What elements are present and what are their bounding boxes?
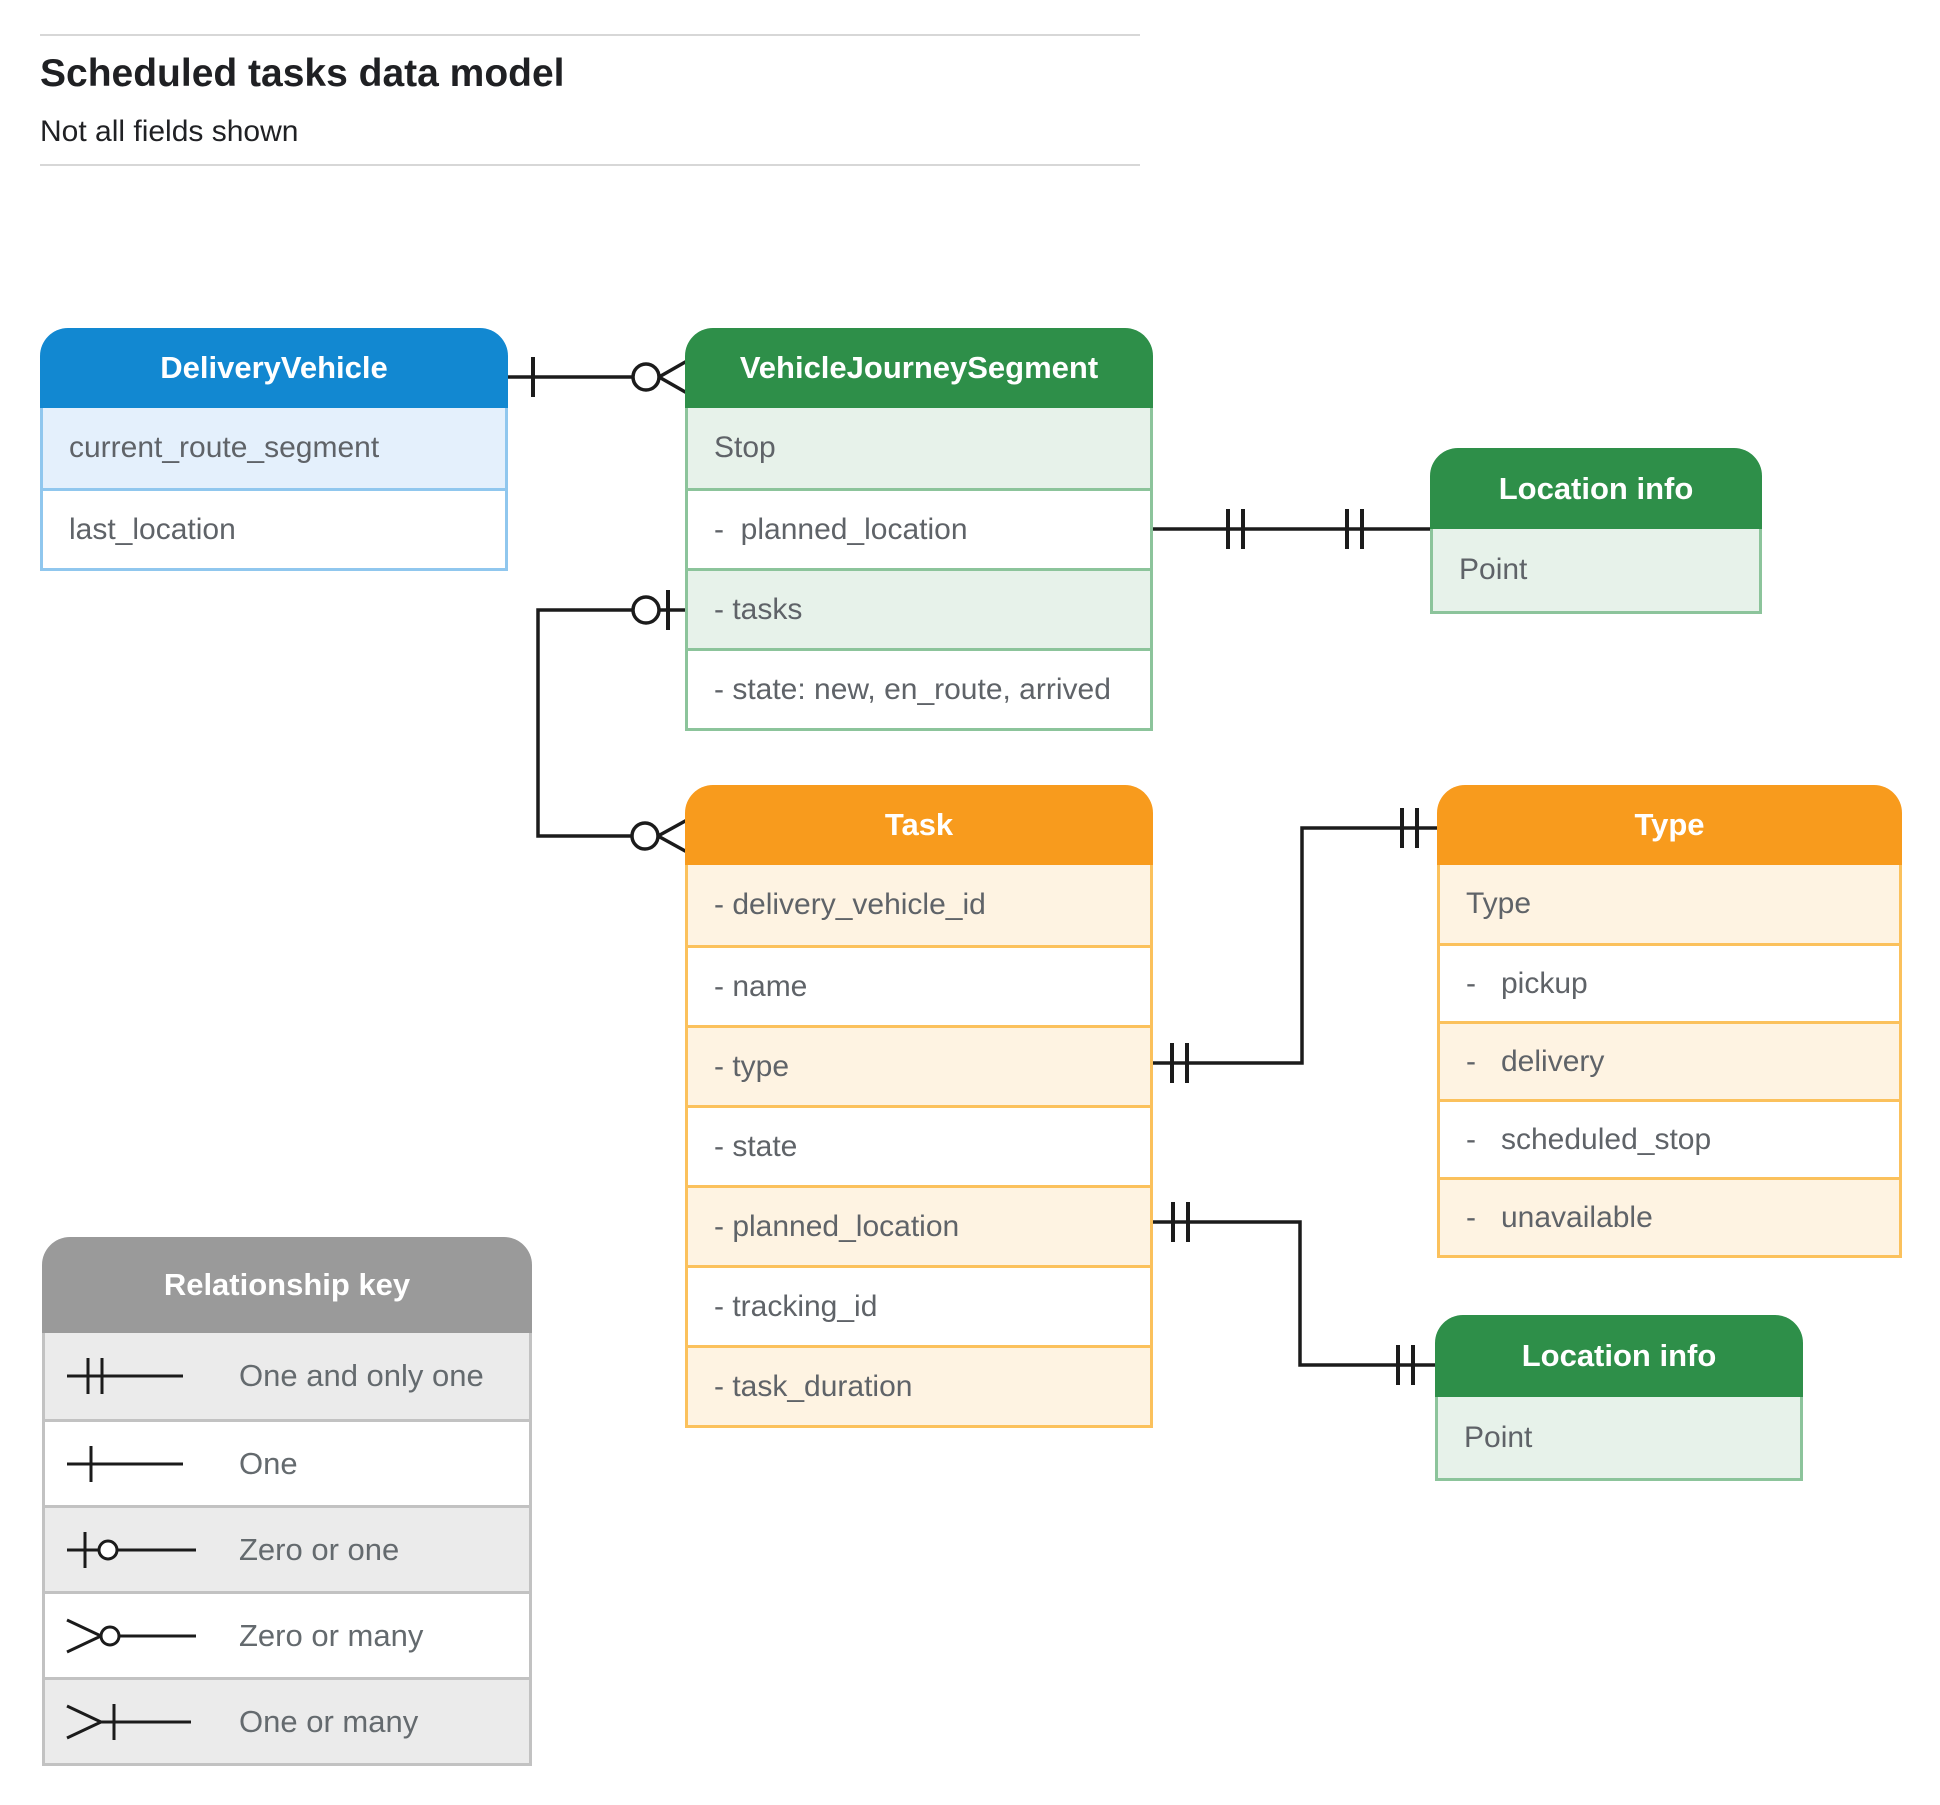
relationship-line-task-type: [1153, 808, 1437, 1083]
zero-or-many-icon: [66, 1618, 196, 1653]
field-row: Point: [1438, 1397, 1800, 1478]
field-label: - unavailable: [1466, 1200, 1653, 1234]
field-row: - delivery: [1440, 1021, 1899, 1099]
top-divider: [40, 34, 1140, 36]
entity-title: Task: [884, 807, 954, 842]
key-label: Zero or many: [239, 1617, 424, 1653]
field-label: - tasks: [714, 592, 803, 626]
field-row: - unavailable: [1440, 1177, 1899, 1255]
field-row: - pickup: [1440, 943, 1899, 1021]
field-row: - scheduled_stop: [1440, 1099, 1899, 1177]
field-row: - tracking_id: [688, 1265, 1150, 1345]
relationship-line-deliveryvehicle-vehiclejourneysegment: [508, 357, 688, 397]
field-row: Stop: [688, 408, 1150, 488]
entity-delivery-vehicle: DeliveryVehicle current_route_segment la…: [40, 328, 508, 571]
field-label: current_route_segment: [69, 431, 380, 464]
relationship-key-title: Relationship key: [163, 1267, 411, 1302]
field-label: Type: [1466, 887, 1532, 920]
field-row: - type: [688, 1025, 1150, 1105]
relationship-key: Relationship key One and only one One Ze…: [42, 1237, 532, 1766]
entity-location-info-top-header: Location info: [1430, 448, 1762, 529]
field-row: - planned_location: [688, 1185, 1150, 1265]
entity-vehicle-journey-segment-body: Stop - planned_location - tasks - state:…: [685, 408, 1153, 731]
entity-title: Location info: [1521, 1338, 1717, 1373]
zero-or-one-icon: [67, 1531, 196, 1568]
key-row-one-or-many: One or many: [45, 1677, 529, 1763]
field-label: - state: [714, 1129, 798, 1163]
field-row: current_route_segment: [43, 408, 505, 488]
field-row: - state: [688, 1105, 1150, 1185]
field-row: Type: [1440, 865, 1899, 943]
entity-location-info-top: Location info Point: [1430, 448, 1762, 614]
entity-type-body: Type - pickup - delivery - scheduled_sto…: [1437, 865, 1902, 1258]
entity-location-info-bottom: Location info Point: [1435, 1315, 1803, 1481]
one-or-many-icon: [66, 1703, 191, 1740]
entity-title: Type: [1634, 807, 1705, 842]
field-label: - type: [714, 1049, 790, 1083]
key-label: One and only one: [239, 1358, 484, 1393]
field-label: Stop: [714, 431, 776, 464]
one-icon: [67, 1445, 183, 1482]
field-label: - delivery: [1466, 1044, 1605, 1078]
entity-type: Type Type - pickup - delivery - schedule…: [1437, 785, 1902, 1258]
entity-title: DeliveryVehicle: [160, 350, 388, 385]
entity-title: Location info: [1498, 470, 1694, 506]
key-row-zero-or-one: Zero or one: [45, 1505, 529, 1591]
field-label: - delivery_vehicle_id: [714, 888, 986, 921]
field-label: Point: [1459, 553, 1528, 586]
entity-task-body: - delivery_vehicle_id - name - type - st…: [685, 865, 1153, 1428]
entity-location-info-top-body: Point: [1430, 529, 1762, 614]
key-label: One or many: [239, 1703, 419, 1739]
page-subtitle: Not all fields shown: [40, 115, 299, 148]
entity-location-info-bottom-header: Location info: [1435, 1315, 1803, 1397]
field-label: - scheduled_stop: [1466, 1122, 1712, 1156]
field-row: - task_duration: [688, 1345, 1150, 1425]
relationship-line-vehiclejourneysegment-locationinfo: [1153, 509, 1430, 549]
field-row: last_location: [43, 488, 505, 568]
entity-location-info-bottom-body: Point: [1435, 1397, 1803, 1481]
key-label: One: [239, 1445, 298, 1481]
entity-type-header: Type: [1437, 785, 1902, 865]
relationship-key-header: Relationship key: [42, 1237, 532, 1333]
field-label: - planned_location: [714, 1209, 960, 1243]
field-label: Point: [1464, 1420, 1533, 1454]
page-title: Scheduled tasks data model: [40, 52, 565, 95]
key-row-one-and-only-one: One and only one: [45, 1333, 529, 1419]
key-row-one: One: [45, 1419, 529, 1505]
entity-delivery-vehicle-body: current_route_segment last_location: [40, 408, 508, 571]
entity-title: VehicleJourneySegment: [739, 350, 1099, 385]
field-label: - pickup: [1466, 966, 1588, 1000]
field-row: - planned_location: [688, 488, 1150, 568]
field-row: - state: new, en_route, arrived: [688, 648, 1150, 728]
field-label: last_location: [69, 512, 236, 546]
field-row: - delivery_vehicle_id: [688, 865, 1150, 945]
entity-vehicle-journey-segment-header: VehicleJourneySegment: [685, 328, 1153, 408]
field-row: - name: [688, 945, 1150, 1025]
field-label: - state: new, en_route, arrived: [714, 672, 1111, 706]
entity-task: Task - delivery_vehicle_id - name - type…: [685, 785, 1153, 1428]
entity-task-header: Task: [685, 785, 1153, 865]
field-label: - tracking_id: [714, 1289, 878, 1323]
one-and-only-one-icon: [67, 1358, 183, 1394]
entity-vehicle-journey-segment: VehicleJourneySegment Stop - planned_loc…: [685, 328, 1153, 731]
field-row: Point: [1433, 529, 1759, 611]
field-label: - task_duration: [714, 1369, 913, 1403]
key-label: Zero or one: [239, 1531, 400, 1567]
field-label: - name: [714, 969, 808, 1003]
entity-delivery-vehicle-header: DeliveryVehicle: [40, 328, 508, 408]
relationship-line-task-locationinfo: [1153, 1202, 1435, 1385]
relationship-key-body: One and only one One Zero or one Zero or…: [42, 1333, 532, 1766]
field-label: - planned_location: [714, 512, 968, 546]
relationship-line-vehiclejourneysegment-task: [536, 590, 688, 854]
key-row-zero-or-many: Zero or many: [45, 1591, 529, 1677]
field-row: - tasks: [688, 568, 1150, 648]
title-divider: [40, 164, 1140, 166]
